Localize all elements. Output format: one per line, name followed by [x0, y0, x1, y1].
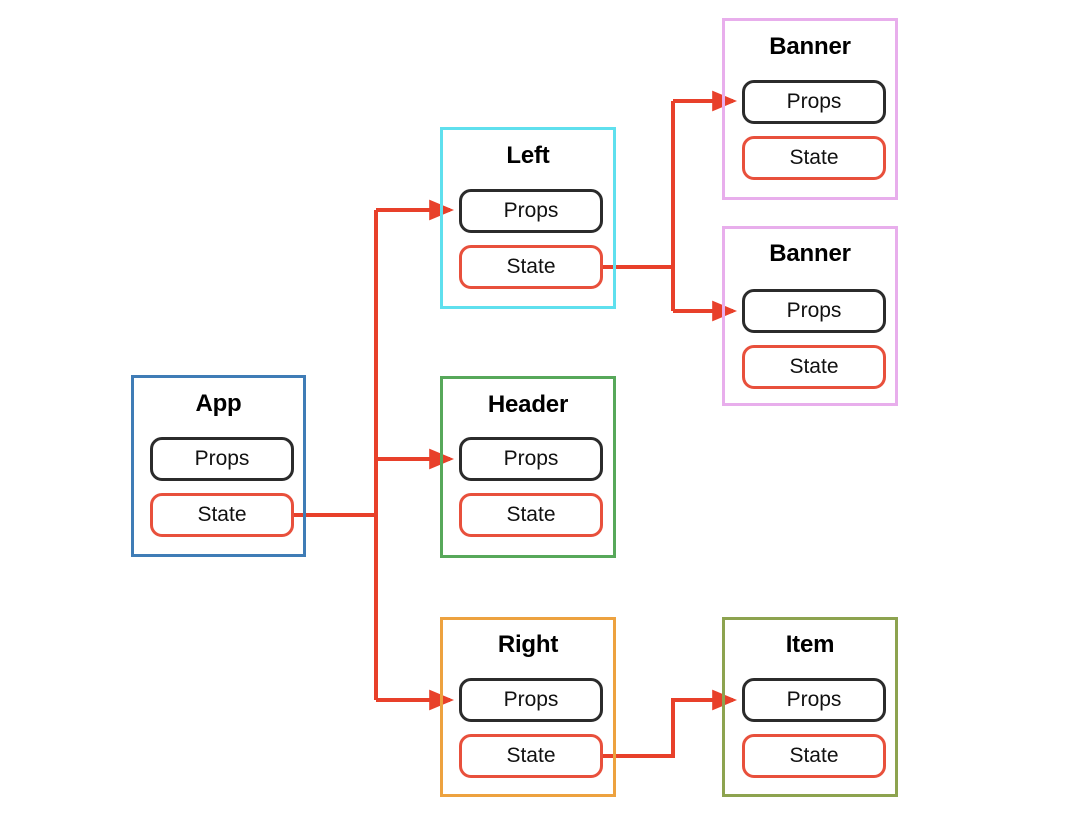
slot-state-app[interactable]: State — [150, 493, 294, 537]
component-title-banner-bottom: Banner — [769, 240, 851, 267]
slot-state-right[interactable]: State — [459, 734, 603, 778]
slot-label: State — [506, 503, 556, 526]
slot-state-header[interactable]: State — [459, 493, 603, 537]
slot-label: Props — [503, 688, 559, 711]
slot-props-banner-bottom[interactable]: Props — [742, 289, 886, 333]
slot-state-item[interactable]: State — [742, 734, 886, 778]
slot-state-left[interactable]: State — [459, 245, 603, 289]
slot-label: Props — [503, 199, 559, 222]
component-title-app: App — [195, 390, 242, 417]
slot-label: Props — [503, 447, 559, 470]
slot-label: State — [506, 255, 556, 278]
slot-props-left[interactable]: Props — [459, 189, 603, 233]
slot-label: State — [506, 744, 556, 767]
component-header[interactable]: Header — [440, 376, 616, 558]
component-item[interactable]: Item — [722, 617, 898, 797]
slot-state-banner-top[interactable]: State — [742, 136, 886, 180]
component-right[interactable]: Right — [440, 617, 616, 797]
component-title-right: Right — [497, 631, 559, 658]
component-title-header: Header — [487, 391, 569, 418]
slot-label: Props — [786, 299, 842, 322]
component-title-item: Item — [785, 631, 835, 658]
component-banner-top[interactable]: Banner — [722, 18, 898, 200]
slot-props-item[interactable]: Props — [742, 678, 886, 722]
slot-label: State — [789, 355, 839, 378]
slot-label: Props — [786, 688, 842, 711]
slot-props-right[interactable]: Props — [459, 678, 603, 722]
slot-state-banner-bottom[interactable]: State — [742, 345, 886, 389]
connector-right-state-to-item-props — [603, 689, 738, 758]
slot-label: Props — [786, 90, 842, 113]
slot-props-banner-top[interactable]: Props — [742, 80, 886, 124]
slot-props-header[interactable]: Props — [459, 437, 603, 481]
component-banner-bottom[interactable]: Banner — [722, 226, 898, 406]
component-app[interactable]: App — [131, 375, 306, 557]
component-title-left: Left — [506, 142, 550, 169]
component-title-banner-top: Banner — [769, 33, 851, 60]
slot-props-app[interactable]: Props — [150, 437, 294, 481]
slot-label: State — [789, 744, 839, 767]
slot-label: State — [789, 146, 839, 169]
component-left[interactable]: Left — [440, 127, 616, 309]
slot-label: State — [197, 503, 247, 526]
slot-label: Props — [194, 447, 250, 470]
